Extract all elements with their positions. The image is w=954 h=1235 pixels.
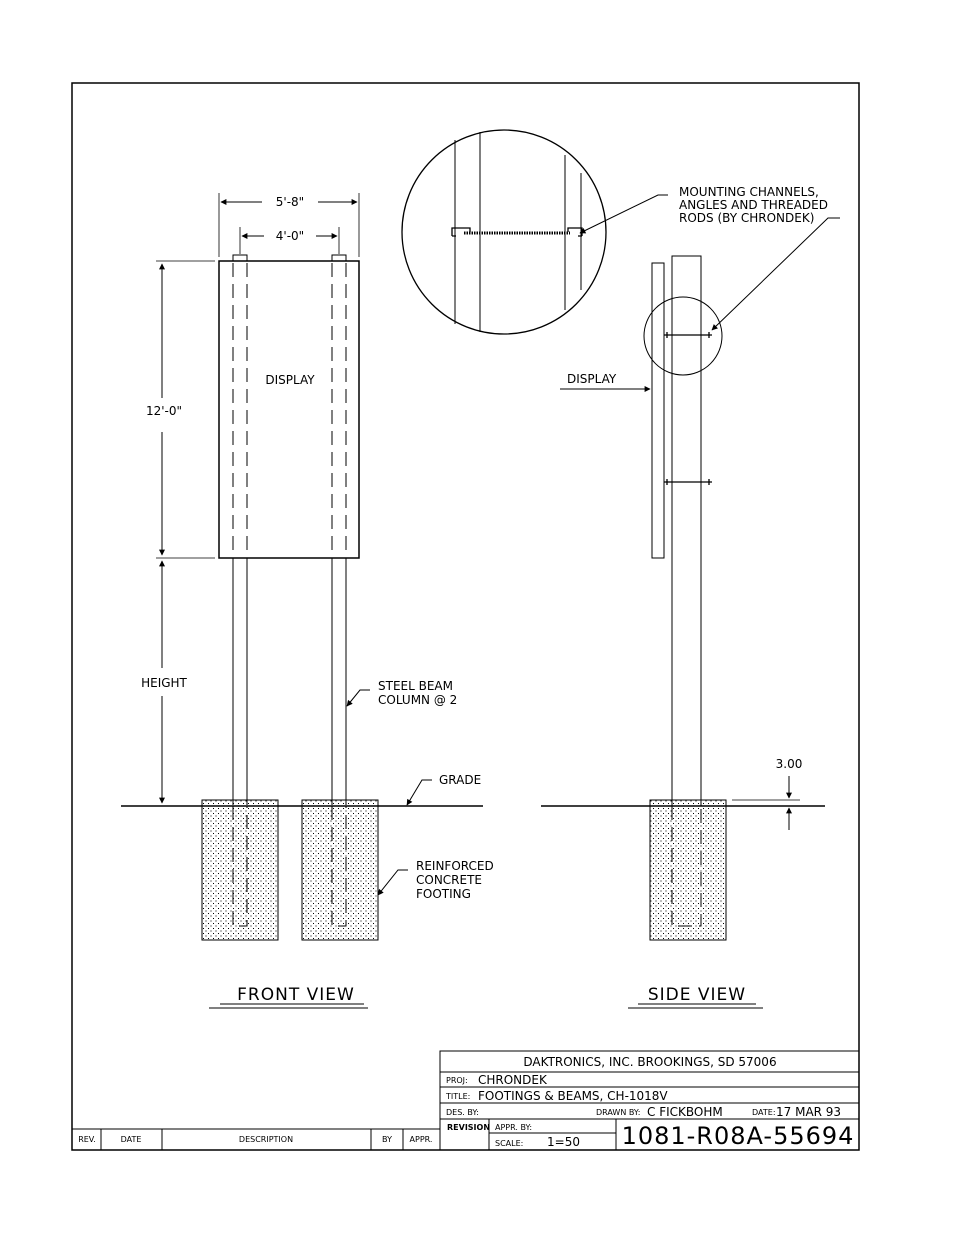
- mounting-label-line3: RODS (BY CHRONDEK): [679, 211, 814, 225]
- drawing-number: 1081-R08A-55694: [622, 1122, 855, 1150]
- des-by-label: DES. BY:: [446, 1108, 479, 1117]
- side-embedded-column: [671, 806, 702, 927]
- scale-label: SCALE:: [495, 1139, 523, 1148]
- revision-table: [72, 1128, 440, 1150]
- front-footing-right: [301, 799, 379, 941]
- grade-label: GRADE: [439, 773, 481, 787]
- mounting-label-line1: MOUNTING CHANNELS,: [679, 185, 819, 199]
- drawn-by-label: DRAWN BY:: [596, 1108, 640, 1117]
- rev-header-by: BY: [382, 1135, 392, 1144]
- rev-header-appr: APPR.: [410, 1135, 433, 1144]
- front-view-title: FRONT VIEW: [237, 985, 355, 1005]
- company-name: DAKTRONICS, INC. BROOKINGS, SD 57006: [523, 1055, 776, 1069]
- front-display-panel: [218, 260, 360, 559]
- title-label: TITLE:: [445, 1092, 470, 1101]
- footing-label-line3: FOOTING: [416, 887, 471, 901]
- front-view: 5'-8" 4'-0" 12'-0" HEIGHT DISPLAY STEEL …: [121, 193, 494, 1009]
- side-display-panel: [651, 262, 665, 559]
- side-footing: [649, 799, 727, 941]
- proj-value: CHRONDEK: [478, 1073, 548, 1087]
- front-display-label: DISPLAY: [265, 373, 315, 387]
- appr-by-label: APPR. BY:: [495, 1123, 532, 1132]
- front-footing-left: [201, 799, 279, 941]
- proj-label: PROJ:: [446, 1076, 468, 1085]
- footing-label-line1: REINFORCED: [416, 859, 494, 873]
- front-column-stubs: [232, 254, 347, 261]
- front-hidden-columns: [232, 263, 347, 556]
- side-mount-upper: [664, 332, 712, 338]
- mounting-label-line2: ANGLES AND THREADED: [679, 198, 828, 212]
- dim-display-height: 12'-0": [146, 404, 182, 418]
- side-detail-circle: [643, 296, 723, 376]
- title-block: [439, 1050, 860, 1151]
- side-display-label: DISPLAY: [567, 372, 617, 386]
- dim-overall-width: 5'-8": [276, 195, 304, 209]
- scale-value: 1=50: [547, 1135, 580, 1149]
- front-steel-columns: [232, 558, 347, 805]
- side-view: 3.00 DISPLAY MOUNTING CHANNELS, ANGLES A…: [401, 129, 840, 1009]
- dim-embed: 3.00: [776, 757, 803, 771]
- title-value: FOOTINGS & BEAMS, CH-1018V: [478, 1089, 668, 1103]
- drawn-by-value: C FICKBOHM: [647, 1105, 723, 1119]
- revision-label: REVISION: [447, 1123, 490, 1132]
- mounting-detail: [401, 129, 607, 335]
- front-embedded-columns: [232, 806, 347, 927]
- side-view-title: SIDE VIEW: [648, 985, 746, 1005]
- side-steel-column: [671, 255, 702, 807]
- rev-header-rev: REV.: [78, 1135, 96, 1144]
- mounting-detail-circle: [401, 129, 607, 335]
- dim-column-spacing: 4'-0": [276, 229, 304, 243]
- rev-header-date: DATE: [121, 1135, 142, 1144]
- side-mount-lower: [664, 479, 712, 485]
- steel-beam-label-line1: STEEL BEAM: [378, 679, 453, 693]
- date-label: DATE:: [752, 1108, 776, 1117]
- steel-beam-label-line2: COLUMN @ 2: [378, 693, 457, 707]
- rev-header-description: DESCRIPTION: [239, 1135, 293, 1144]
- dim-height-label: HEIGHT: [141, 676, 187, 690]
- date-value: 17 MAR 93: [776, 1105, 841, 1119]
- footing-label-line2: CONCRETE: [416, 873, 482, 887]
